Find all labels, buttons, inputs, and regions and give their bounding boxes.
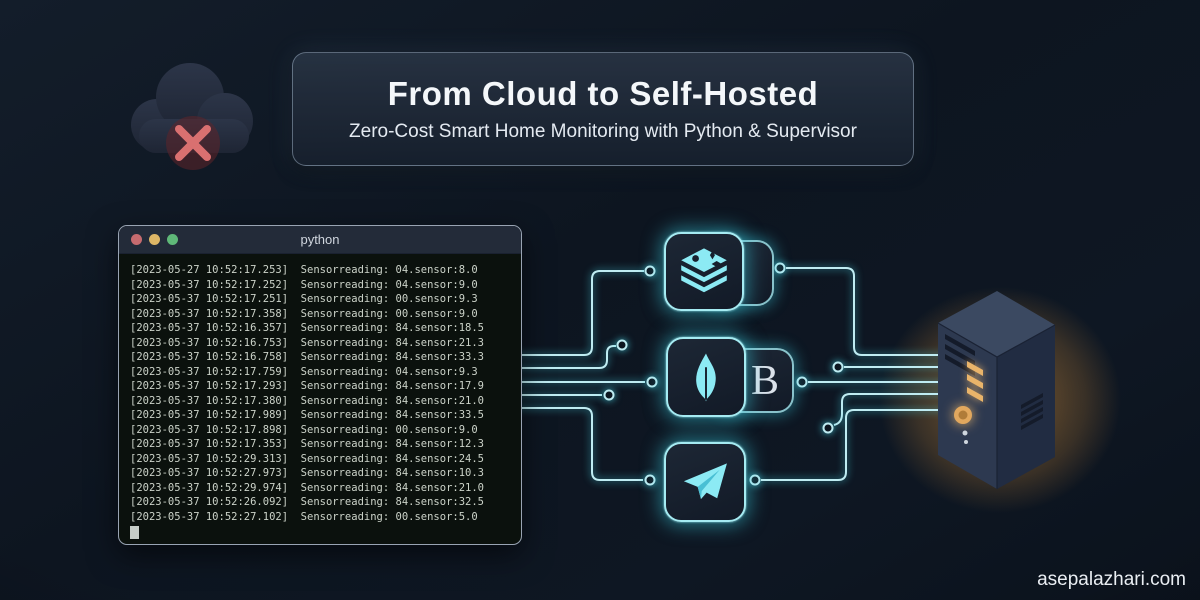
log-line: [2023-05-37 10:52:27.102] Sensorreading:…: [130, 510, 478, 523]
log-line: [2023-05-37 10:52:26.092] Sensorreading:…: [130, 496, 485, 508]
watermark-text: asepalazhari.com: [1037, 569, 1186, 590]
telegram-plane-icon: [683, 463, 727, 500]
red-x-icon: [175, 125, 211, 161]
log-line: [2023-05-37 10:52:17.358] Sensorreading:…: [130, 307, 478, 320]
log-line: [2023-05-37 10:52:17.380] Sensorreading:…: [130, 394, 485, 407]
log-line: [2023-05-37 10:52:16.753] Sensorreading:…: [130, 336, 485, 349]
server-tower-icon: [937, 291, 1056, 489]
terminal-title: python: [300, 232, 340, 247]
page-title: From Cloud to Self-Hosted: [387, 75, 819, 112]
page-subtitle: Zero-Cost Smart Home Monitoring with Pyt…: [349, 121, 857, 142]
terminal-window: python [2023-05-27 10:52:17.253] Sensorr…: [118, 225, 522, 545]
log-line: [2023-05-37 10:52:17.898] Sensorreading:…: [130, 423, 478, 436]
log-line: [2023-05-27 10:52:17.253] Sensorreading:…: [130, 264, 478, 276]
redis-tile: [664, 232, 744, 311]
redis-database-stack-icon: [681, 247, 727, 292]
log-line: [2023-05-37 10:52:29.974] Sensorreading:…: [130, 481, 485, 494]
server-vents-side: [1021, 393, 1043, 430]
telegram-tile: [664, 442, 746, 522]
log-line: [2023-05-37 10:52:17.252] Sensorreading:…: [130, 278, 478, 291]
log-line: [2023-05-37 10:52:17.251] Sensorreading:…: [130, 293, 478, 305]
log-line: [2023-05-37 10:52:17.989] Sensorreading:…: [130, 409, 485, 421]
terminal-cursor: [130, 526, 139, 539]
log-line: [2023-05-37 10:52:17.759] Sensorreading:…: [130, 365, 478, 378]
title-banner: From Cloud to Self-Hosted Zero-Cost Smar…: [292, 52, 914, 166]
cloud-crossed-out-icon: [131, 63, 253, 170]
terminal-output[interactable]: [2023-05-27 10:52:17.253] Sensorreading:…: [119, 254, 521, 539]
mongodb-tile: [666, 337, 746, 417]
log-line: [2023-05-37 10:52:17.353] Sensorreading:…: [130, 438, 485, 450]
log-line: [2023-05-37 10:52:27.973] Sensorreading:…: [130, 467, 485, 479]
server-led-lights: [967, 361, 983, 402]
badge-letter: B: [750, 357, 779, 404]
log-line: [2023-05-37 10:52:29.313] Sensorreading:…: [130, 452, 485, 465]
maximize-button[interactable]: [167, 234, 178, 245]
minimize-button[interactable]: [149, 234, 160, 245]
mongodb-leaf-icon: [696, 353, 716, 402]
log-line: [2023-05-37 10:52:16.758] Sensorreading:…: [130, 351, 485, 363]
close-button[interactable]: [131, 234, 142, 245]
cloud-offline-illustration: [115, 45, 265, 180]
log-line: [2023-05-37 10:52:17.293] Sensorreading:…: [130, 380, 485, 392]
server-vents-front: [945, 334, 975, 376]
log-line: [2023-05-37 10:52:16.357] Sensorreading:…: [130, 322, 485, 334]
terminal-titlebar[interactable]: python: [119, 226, 521, 254]
